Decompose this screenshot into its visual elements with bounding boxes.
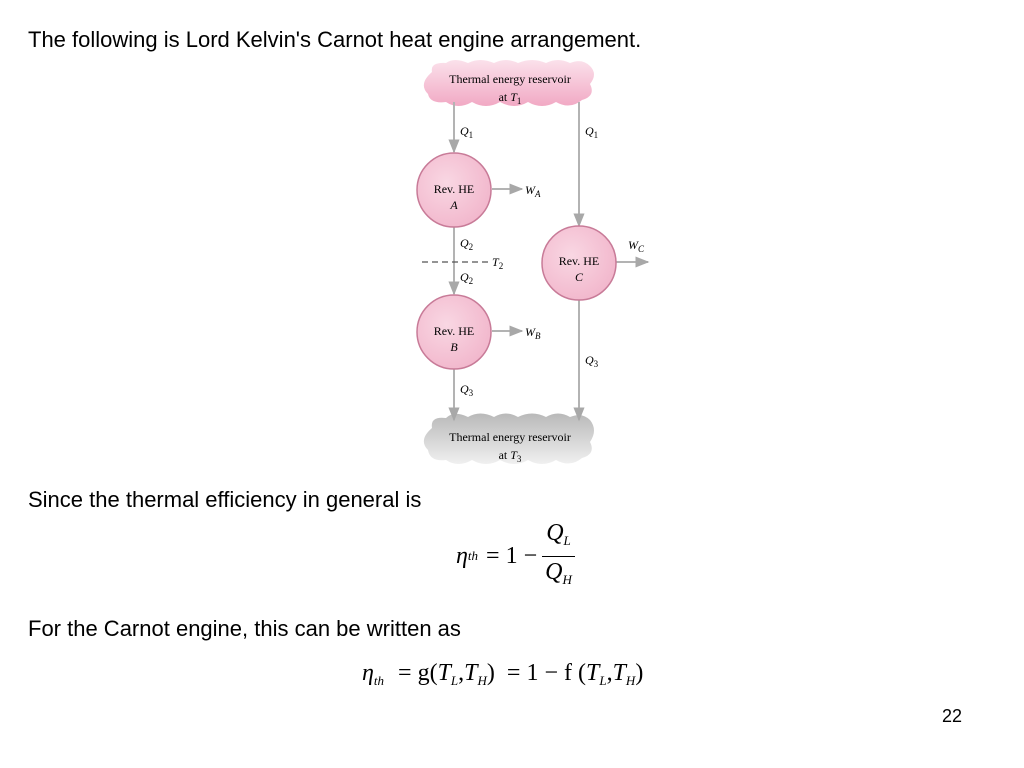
- eq1-numerator: QL: [542, 520, 575, 557]
- intro-text: The following is Lord Kelvin's Carnot he…: [28, 27, 642, 52]
- engine-a-label: Rev. HE: [434, 182, 475, 196]
- label-wb: WB: [525, 325, 541, 341]
- engine-a: Rev. HE A: [416, 152, 492, 228]
- reservoir-top-line1: Thermal energy reservoir: [449, 72, 571, 86]
- carnot-text: For the Carnot engine, this can be writt…: [28, 616, 461, 641]
- eq1-fraction: QL QH: [541, 520, 576, 593]
- label-q2-lower: Q2: [460, 270, 473, 286]
- eq1-denominator: QH: [545, 558, 572, 587]
- reservoir-bottom-temp-sub: 3: [517, 454, 522, 464]
- eq1-eta: η: [456, 542, 468, 569]
- reservoir-top-shape: [423, 60, 594, 106]
- reservoir-top-temp-sub: 1: [517, 96, 522, 106]
- eq1-eta-sub: th: [467, 548, 479, 563]
- page-number: 22: [941, 706, 962, 726]
- engine-b-circle: [416, 294, 492, 370]
- label-q1-right: Q1: [585, 124, 598, 140]
- eq2-f-close: ): [635, 660, 644, 686]
- engine-a-circle: [416, 152, 492, 228]
- reservoir-top: Thermal energy reservoir at T1: [423, 60, 594, 106]
- since-text: Since the thermal efficiency in general …: [28, 487, 422, 512]
- reservoir-top-at: at: [499, 90, 511, 104]
- eq2-g-close: ): [486, 660, 495, 686]
- engine-c: Rev. HE C: [541, 225, 617, 301]
- engine-c-letter: C: [575, 270, 584, 284]
- label-q1-left: Q1: [460, 124, 473, 140]
- eq2-g-open: = g(: [398, 660, 438, 686]
- eq2-eta-sub: th: [373, 673, 385, 688]
- engine-b-label: Rev. HE: [434, 324, 475, 338]
- engine-a-letter: A: [449, 198, 458, 212]
- eq2-mid: = 1 − f (: [506, 660, 586, 686]
- svg-text:Thermal energy reservoir: Thermal energy reservoir: [449, 72, 571, 86]
- svg-text:Thermal energy reservoir: Thermal energy reservoir: [449, 430, 571, 444]
- engine-c-label: Rev. HE: [559, 254, 600, 268]
- label-q3-left: Q3: [460, 382, 474, 398]
- svg-text:at T1: at T1: [499, 90, 522, 106]
- label-q3-right: Q3: [585, 353, 599, 369]
- engine-b: Rev. HE B: [416, 294, 492, 370]
- label-wc: WC: [628, 238, 645, 254]
- engine-b-letter: B: [450, 340, 458, 354]
- eq1-rhs: = 1 −: [486, 542, 538, 569]
- label-q2-upper: Q2: [460, 236, 473, 252]
- engine-c-circle: [541, 225, 617, 301]
- svg-text:at T3: at T3: [499, 448, 522, 464]
- reservoir-bottom: Thermal energy reservoir at T3: [423, 413, 594, 464]
- eq2-eta: η: [362, 660, 374, 686]
- reservoir-bottom-line1: Thermal energy reservoir: [449, 430, 571, 444]
- reservoir-top-temp-symbol: T: [510, 90, 518, 104]
- reservoir-bottom-shape: [423, 413, 594, 464]
- label-wa: WA: [525, 183, 541, 199]
- carnot-efficiency-equation: ηth = g(TL,TH) = 1 − f (TL,TH): [362, 660, 644, 688]
- reservoir-bottom-temp-symbol: T: [510, 448, 518, 462]
- carnot-engine-diagram: Thermal energy reservoir at T1 Thermal e…: [416, 60, 650, 464]
- reservoir-bottom-at: at: [499, 448, 511, 462]
- label-t2: T2: [492, 255, 503, 271]
